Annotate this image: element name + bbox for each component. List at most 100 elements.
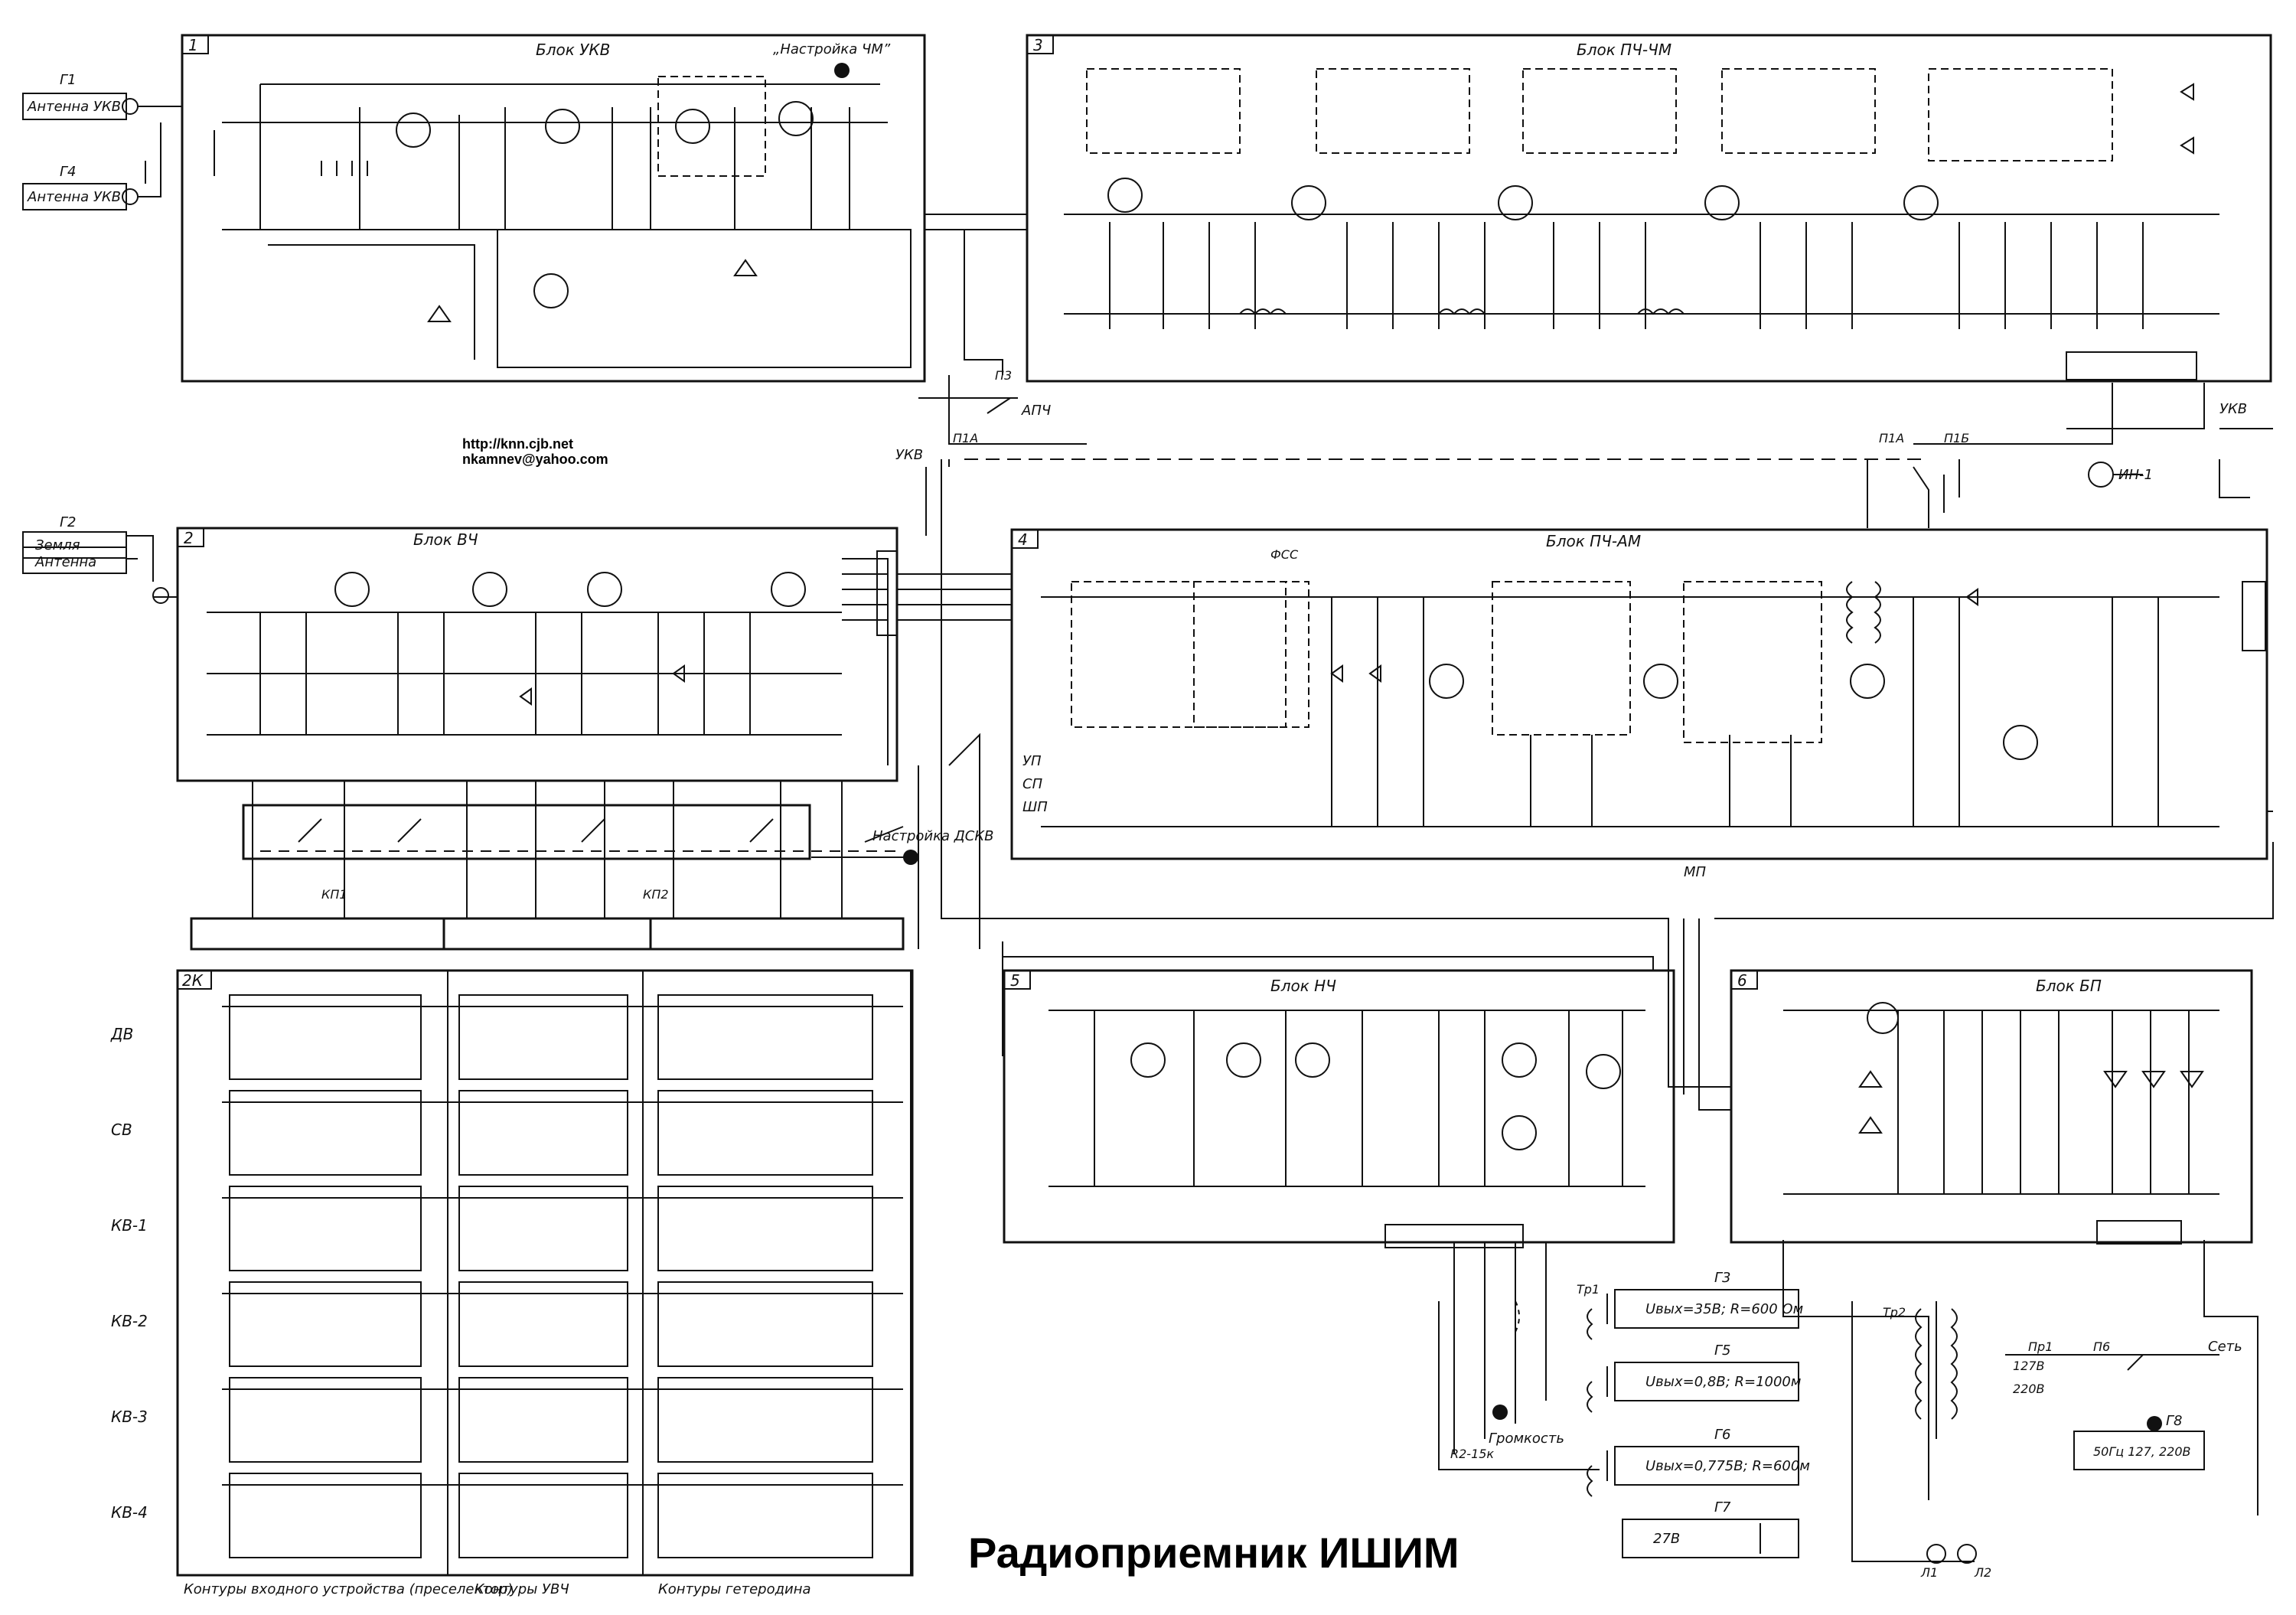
up-label: УП (1022, 753, 1042, 769)
block-2k-frame (176, 969, 914, 1577)
tr2-label: Тр2 (1883, 1305, 1906, 1320)
block-1-circuit (214, 76, 912, 368)
g4-label: Г4 (60, 164, 76, 180)
block-5-name: Блок НЧ (1270, 977, 1336, 995)
output-connectors (1587, 1289, 1799, 1558)
antenna-ukv-box-1 (22, 93, 127, 120)
mp-label: МП (1684, 864, 1707, 880)
shp-label: ШП (1022, 799, 1048, 815)
band-kv1: КВ-1 (111, 1216, 148, 1235)
g4-antenna-label: Антенна УКВ (27, 189, 121, 205)
volume-label: Громкость (1489, 1431, 1564, 1447)
block-4-name: Блок ПЧ-АМ (1546, 532, 1641, 550)
output-g5-id: Г5 (1714, 1343, 1730, 1359)
in1-meter (2088, 462, 2143, 488)
output-g6-box (1614, 1446, 1799, 1486)
fss-label: ФСС (1270, 547, 1299, 562)
mains-220-label: 220В (2013, 1382, 2045, 1396)
output-g6-id: Г6 (1714, 1427, 1730, 1443)
p1a-label: П1А (953, 431, 978, 445)
block-4-frame (1010, 528, 2268, 860)
block-6-number: 6 (1737, 971, 1747, 990)
g1-antenna-label: Антенна УКВ (27, 99, 121, 115)
kp1-label: КП1 (321, 887, 347, 902)
sp-label: СП (1022, 776, 1043, 792)
output-g3-box (1614, 1289, 1799, 1329)
wiring (897, 214, 2274, 1515)
mains-section (1851, 1301, 2219, 1564)
label-oscillator-circuits: Контуры гетеродина (658, 1581, 811, 1597)
tune-dskv-label: Настройка ДСКВ (872, 828, 993, 844)
block-4-circuit (1041, 581, 2266, 827)
tune-fm-label: „Настройка ЧМ” (773, 41, 891, 57)
output-g3-text: Uвых=35В; R=600 Ом (1645, 1301, 1803, 1317)
header-email: nkamnev@yahoo.com (462, 452, 608, 467)
tuning-capacitor-bank (190, 765, 919, 951)
ukv-label: УКВ (895, 447, 923, 463)
band-dv: ДВ (110, 1025, 133, 1043)
band-sv: СВ (111, 1121, 132, 1139)
output-g8-text: 50Гц 127, 220В (2093, 1444, 2190, 1459)
g1-label: Г1 (60, 72, 76, 88)
lamp-l1-label: Л1 (1920, 1565, 1938, 1580)
block-1-name: Блок УКВ (536, 41, 610, 59)
block-2-name: Блок ВЧ (413, 530, 478, 549)
antenna-inputs (22, 93, 182, 604)
block-3-number: 3 (1033, 36, 1043, 54)
g2-label: Г2 (60, 514, 76, 530)
output-g6-text: Uвых=0,775В; R=600м (1645, 1458, 1810, 1474)
block-number-boxes (177, 34, 1758, 990)
label-input-circuits: Контуры входного устройства (преселектор… (184, 1581, 513, 1597)
earth-box (22, 531, 127, 559)
block-2-frame (176, 527, 899, 782)
block-1-frame (181, 34, 926, 383)
antenna-box (22, 546, 127, 574)
p1a-label-2: П1А (1879, 431, 1904, 445)
p1b-label: П1Б (1944, 431, 1969, 445)
block-3-frame (1026, 34, 2272, 383)
band-kv4: КВ-4 (111, 1503, 148, 1522)
output-g7-box (1622, 1519, 1799, 1558)
block-6-name: Блок БП (2036, 977, 2102, 995)
lamp-l2-label: Л2 (1974, 1565, 1991, 1580)
p3-label: П3 (995, 368, 1012, 383)
antenna-label: Антенна (34, 554, 96, 570)
output-g7-text: 27В (1653, 1531, 1680, 1547)
block-6-circuit (1783, 1002, 2219, 1245)
apch-label: АПЧ (1021, 403, 1051, 419)
block-6-frame (1730, 969, 2253, 1244)
earth-label: Земля (35, 537, 80, 553)
block-3-name: Блок ПЧ-ЧМ (1577, 41, 1671, 59)
markers (834, 63, 2162, 1431)
output-g5-box (1614, 1362, 1799, 1401)
pr1-label: Пр1 (2028, 1339, 2053, 1354)
block-5-number: 5 (1010, 971, 1020, 990)
label-uvch-circuits: Контуры УВЧ (475, 1581, 569, 1597)
output-g5-text: Uвых=0,8В; R=1000м (1645, 1374, 1801, 1390)
block-1-number: 1 (188, 36, 198, 54)
mains-127-label: 127В (2013, 1359, 2045, 1373)
band-kv3: КВ-3 (111, 1408, 148, 1426)
p6-label: П6 (2093, 1339, 2110, 1354)
output-g7-id: Г7 (1714, 1499, 1731, 1515)
output-g8-id: Г8 (2166, 1413, 2182, 1429)
output-g3-id: Г3 (1714, 1270, 1730, 1286)
block-frames (176, 34, 2272, 1577)
tr1-label: Тр1 (1577, 1282, 1600, 1297)
band-kv2: КВ-2 (111, 1312, 148, 1330)
network-label: Сеть (2208, 1339, 2242, 1355)
block-2-number: 2 (184, 529, 194, 547)
band-coil-grid (222, 971, 912, 1575)
block-3-circuit (1064, 68, 2219, 380)
block-2k-number: 2К (182, 971, 204, 990)
page-title: Радиоприемник ИШИМ (968, 1529, 1459, 1577)
antenna-ukv-box-2 (22, 183, 127, 210)
in1-label: ИН-1 (2118, 467, 2153, 483)
block-2-circuit (207, 550, 898, 765)
kp2-label: КП2 (643, 887, 669, 902)
block-5-circuit (1049, 1010, 1645, 1248)
r2-label: R2-15к (1450, 1447, 1494, 1461)
block-4-number: 4 (1018, 530, 1028, 549)
block-5-frame (1003, 969, 1675, 1244)
